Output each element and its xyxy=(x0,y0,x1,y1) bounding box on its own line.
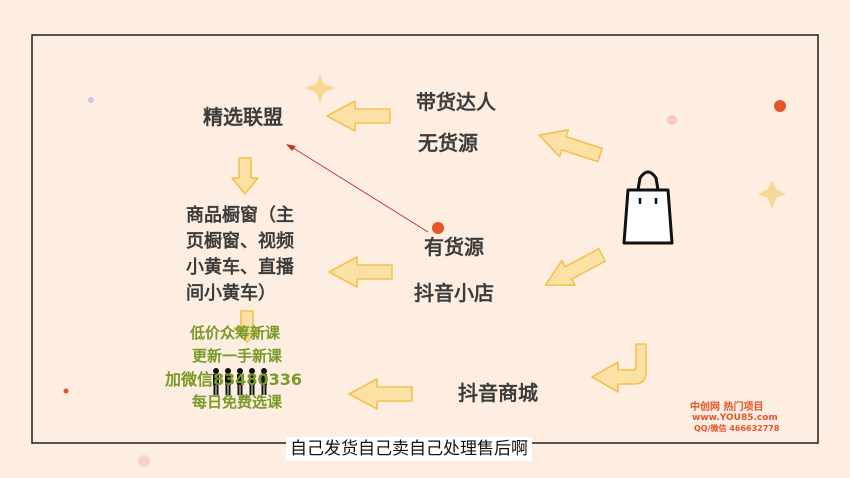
watermark-promo-line: 每日免费选课 xyxy=(192,393,283,411)
watermark-promo-line: 低价众筹新课 xyxy=(190,324,281,342)
deco-dot xyxy=(138,455,150,467)
arrow-youhuoyuan-to-jingxuan xyxy=(289,145,429,233)
node-shangpin-line: 商品橱窗（主 xyxy=(186,205,294,226)
watermark-corner-url: www.YOU85.com xyxy=(692,413,778,423)
deco-dot xyxy=(88,97,94,103)
node-shangpin-line: 间小黄车） xyxy=(186,283,276,304)
crowd-icon xyxy=(213,368,267,395)
watermark-promo-line: 加微信83480336 xyxy=(165,370,303,389)
arrow-douyinxiaodian-to-shangpin xyxy=(328,256,393,288)
arrow-shangpin-down xyxy=(233,310,261,343)
node-youhuoyuan: 有货源 xyxy=(424,235,484,259)
arrow-jingxuan-to-shangpin xyxy=(231,157,259,195)
arrow-bag-to-douyinshangcheng xyxy=(591,343,647,393)
deco-dot xyxy=(432,222,444,234)
arrow-daihuo-to-jingxuan xyxy=(326,100,391,132)
deco-dot xyxy=(667,115,677,125)
arrow-head-red xyxy=(286,144,296,151)
arrow-douyinshangcheng-left xyxy=(348,378,413,410)
node-shangpin-chuchuang: 商品橱窗（主 页橱窗、视频 小黄车、直播 间小黄车） xyxy=(186,203,294,307)
sparkle-icon xyxy=(758,180,786,210)
shopping-bag-icon xyxy=(622,170,674,245)
arrow-bag-to-youhuoyuan xyxy=(544,248,607,287)
subtitle-caption: 自己发货自己卖自己处理售后啊 xyxy=(286,437,532,461)
deco-dot xyxy=(774,100,786,112)
node-shangpin-line: 页橱窗、视频 xyxy=(186,231,294,252)
deco-dot xyxy=(63,388,69,394)
node-wuhuoyuan: 无货源 xyxy=(418,131,478,155)
node-douyin-shangcheng: 抖音商城 xyxy=(458,381,538,405)
node-jingxuan-lianmeng: 精选联盟 xyxy=(203,105,283,129)
node-shangpin-line: 小黄车、直播 xyxy=(186,257,294,278)
watermark-corner-title: 中创网 热门项目 xyxy=(690,402,764,413)
node-douyin-xiaodian: 抖音小店 xyxy=(414,281,494,305)
watermark-promo-line: 更新一手新课 xyxy=(192,347,283,365)
sparkle-icon xyxy=(305,74,335,104)
watermark-corner-contact: QQ/微信 466632778 xyxy=(694,424,780,433)
node-daihuo-daren: 带货达人 xyxy=(416,90,496,114)
arrow-bag-to-wuhuoyuan xyxy=(538,129,603,163)
